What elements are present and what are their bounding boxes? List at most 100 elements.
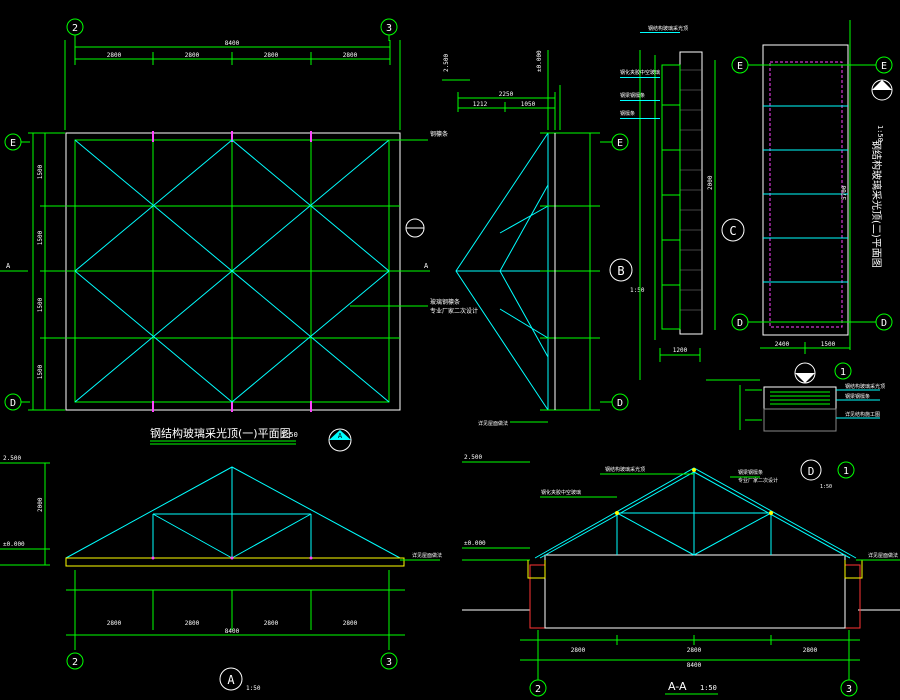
plan2-purlins	[763, 105, 848, 283]
section-aa-note-5: 详见屋面做法	[868, 552, 898, 559]
elev-b-level-mark: ±0.000	[536, 50, 543, 72]
detail-d-note-1: 钢结构玻璃采光顶	[845, 383, 885, 390]
plan-note-2: 玻璃钢檩条	[430, 298, 460, 306]
axis-bubble-3-section: 3	[840, 679, 858, 697]
detail-D: 钢结构玻璃采光顶 钢梁钢檩条 详见结构施工图 D 1:50 1	[706, 379, 885, 490]
plan2-scale: 1:50	[876, 125, 884, 142]
svg-text:B: B	[617, 264, 624, 278]
svg-text:A: A	[227, 673, 235, 687]
svg-text:E: E	[737, 61, 743, 72]
axis-bubble-D-mid: D	[600, 393, 629, 411]
section-aa-note-2: 钢化夹胶中空玻璃	[541, 489, 581, 496]
elev-a-dim-total: 8400	[225, 628, 240, 635]
elev-b-note: 详见屋面做法	[478, 420, 508, 427]
elevation-A: 2.500 ±0.000 2000 8400 2800 2800 2800 28…	[0, 455, 442, 692]
marker-C: C	[721, 218, 745, 242]
plan2-title: 钢结构玻璃采光顶(二)平面图	[870, 140, 883, 268]
elev-a-dim-ht: 2000	[37, 497, 44, 512]
elev-a-nodes	[151, 556, 313, 560]
elev-b-dims	[442, 50, 561, 130]
elev-a-level-base: ±0.000	[3, 541, 25, 548]
plan-left-dim-3: 1500	[37, 297, 44, 312]
section-aa-dim-total: 8400	[687, 662, 702, 669]
axis-bubble-E-mid: E	[600, 133, 629, 151]
svg-text:1:50: 1:50	[630, 287, 645, 294]
section-c-dim-ht: 2000	[707, 175, 714, 190]
axis-bubble-E-left: E	[4, 133, 30, 151]
plan2-index-marker-bottom	[794, 362, 816, 384]
plan2-dims	[740, 20, 880, 354]
elev-a-dim-bay-1: 2800	[107, 620, 122, 627]
section-aa-title: A-A	[668, 680, 687, 693]
svg-text:1: 1	[843, 466, 849, 477]
marker-D: D 1:50	[800, 459, 832, 490]
svg-text:2: 2	[535, 684, 541, 695]
detail-d-dims	[706, 379, 762, 430]
plan-view-2: E E D D 钢结构玻璃采光顶(二)平面图 1:50 1 2400 1500 …	[731, 20, 893, 384]
section-aa-leaders	[540, 473, 900, 561]
section-aa-level-base: ±0.000	[464, 540, 486, 547]
marker-A-bottom: A 1:50	[219, 667, 261, 692]
section-AA: 2.500 ±0.000 2800 2800 2800 8400	[462, 454, 900, 697]
elev-a-dim-bay-4: 2800	[343, 620, 358, 627]
axis-bubble-1: 1	[834, 362, 852, 380]
elev-a-base	[65, 557, 405, 567]
svg-text:D: D	[10, 398, 16, 409]
axis-bubble-3-bottom: 3	[380, 652, 398, 670]
plan2-index-marker	[871, 79, 893, 101]
plan-left-dim-2: 1500	[37, 230, 44, 245]
axis-bubble-D-right: D D	[731, 313, 893, 331]
svg-text:E: E	[617, 138, 623, 149]
section-c-brick-pattern	[680, 69, 702, 311]
svg-text:D: D	[881, 318, 887, 329]
svg-text:1:50: 1:50	[820, 484, 832, 490]
plan-left-dimensions	[28, 132, 65, 411]
svg-text:3: 3	[386, 657, 392, 668]
plan-top-dim-bay-3: 2800	[264, 52, 279, 59]
section-c-note-4: 钢檩条	[620, 110, 635, 117]
svg-text:1: 1	[840, 367, 846, 378]
section-aa-gutters	[527, 560, 863, 579]
section-aa-dim-3: 2800	[803, 647, 818, 654]
elev-b-dim-total: 2250	[499, 91, 514, 98]
section-c-note-3: 钢梁钢檩条	[620, 92, 645, 99]
plan-left-dim-4: 1500	[37, 364, 44, 379]
plan-index-marker-A: A	[328, 428, 352, 452]
section-aa-dims	[462, 461, 860, 680]
svg-text:E: E	[10, 138, 16, 149]
section-C: 钢结构玻璃采光顶 钢化夹胶中空玻璃 钢梁钢檩条 钢檩条 C 2000 1200	[620, 25, 745, 380]
section-c-note-1: 钢结构玻璃采光顶	[648, 25, 688, 32]
plan2-dim-1: 2400	[775, 341, 790, 348]
elev-a-note: 详见屋面做法	[412, 552, 442, 559]
section-c-leaders	[620, 32, 680, 119]
plan1-scale: 1:50	[281, 431, 298, 439]
plan2-dim-2: 1500	[821, 341, 836, 348]
elev-a-dim-bay-2: 2800	[185, 620, 200, 627]
plan-left-dim-1: 1500	[37, 164, 44, 179]
axis-bubble-E-right: E E	[731, 56, 893, 74]
elev-a-dims	[0, 462, 405, 650]
section-aa-scale: 1:50	[700, 684, 717, 692]
plan-view-1: 8400 2800 2800 2800 2800 2 3 1500 1500 1…	[0, 18, 478, 452]
plan-top-dimensions	[64, 40, 401, 130]
svg-text:A: A	[338, 432, 343, 440]
svg-text:E: E	[881, 61, 887, 72]
svg-text:2: 2	[72, 23, 78, 34]
svg-text:3: 3	[846, 684, 852, 695]
elev-a-level-top: 2.500	[3, 455, 21, 462]
plan2-outer	[762, 44, 849, 336]
svg-text:A: A	[6, 262, 11, 270]
elev-b-dim-2: 1050	[521, 101, 536, 108]
section-aa-dim-1: 2800	[571, 647, 586, 654]
detail-d-leaders	[836, 389, 880, 419]
plan-note-3: 专业厂家二次设计	[430, 307, 478, 315]
axis-bubble-3-top: 3	[380, 18, 398, 41]
axis-bubble-2-bottom: 2	[66, 652, 84, 670]
svg-text:A: A	[424, 262, 429, 270]
svg-text:D: D	[808, 465, 815, 478]
section-aa-nodes	[615, 468, 773, 515]
svg-text:D: D	[737, 318, 743, 329]
section-c-glazing	[661, 64, 681, 330]
section-aa-note-1: 钢结构玻璃采光顶	[605, 466, 645, 473]
